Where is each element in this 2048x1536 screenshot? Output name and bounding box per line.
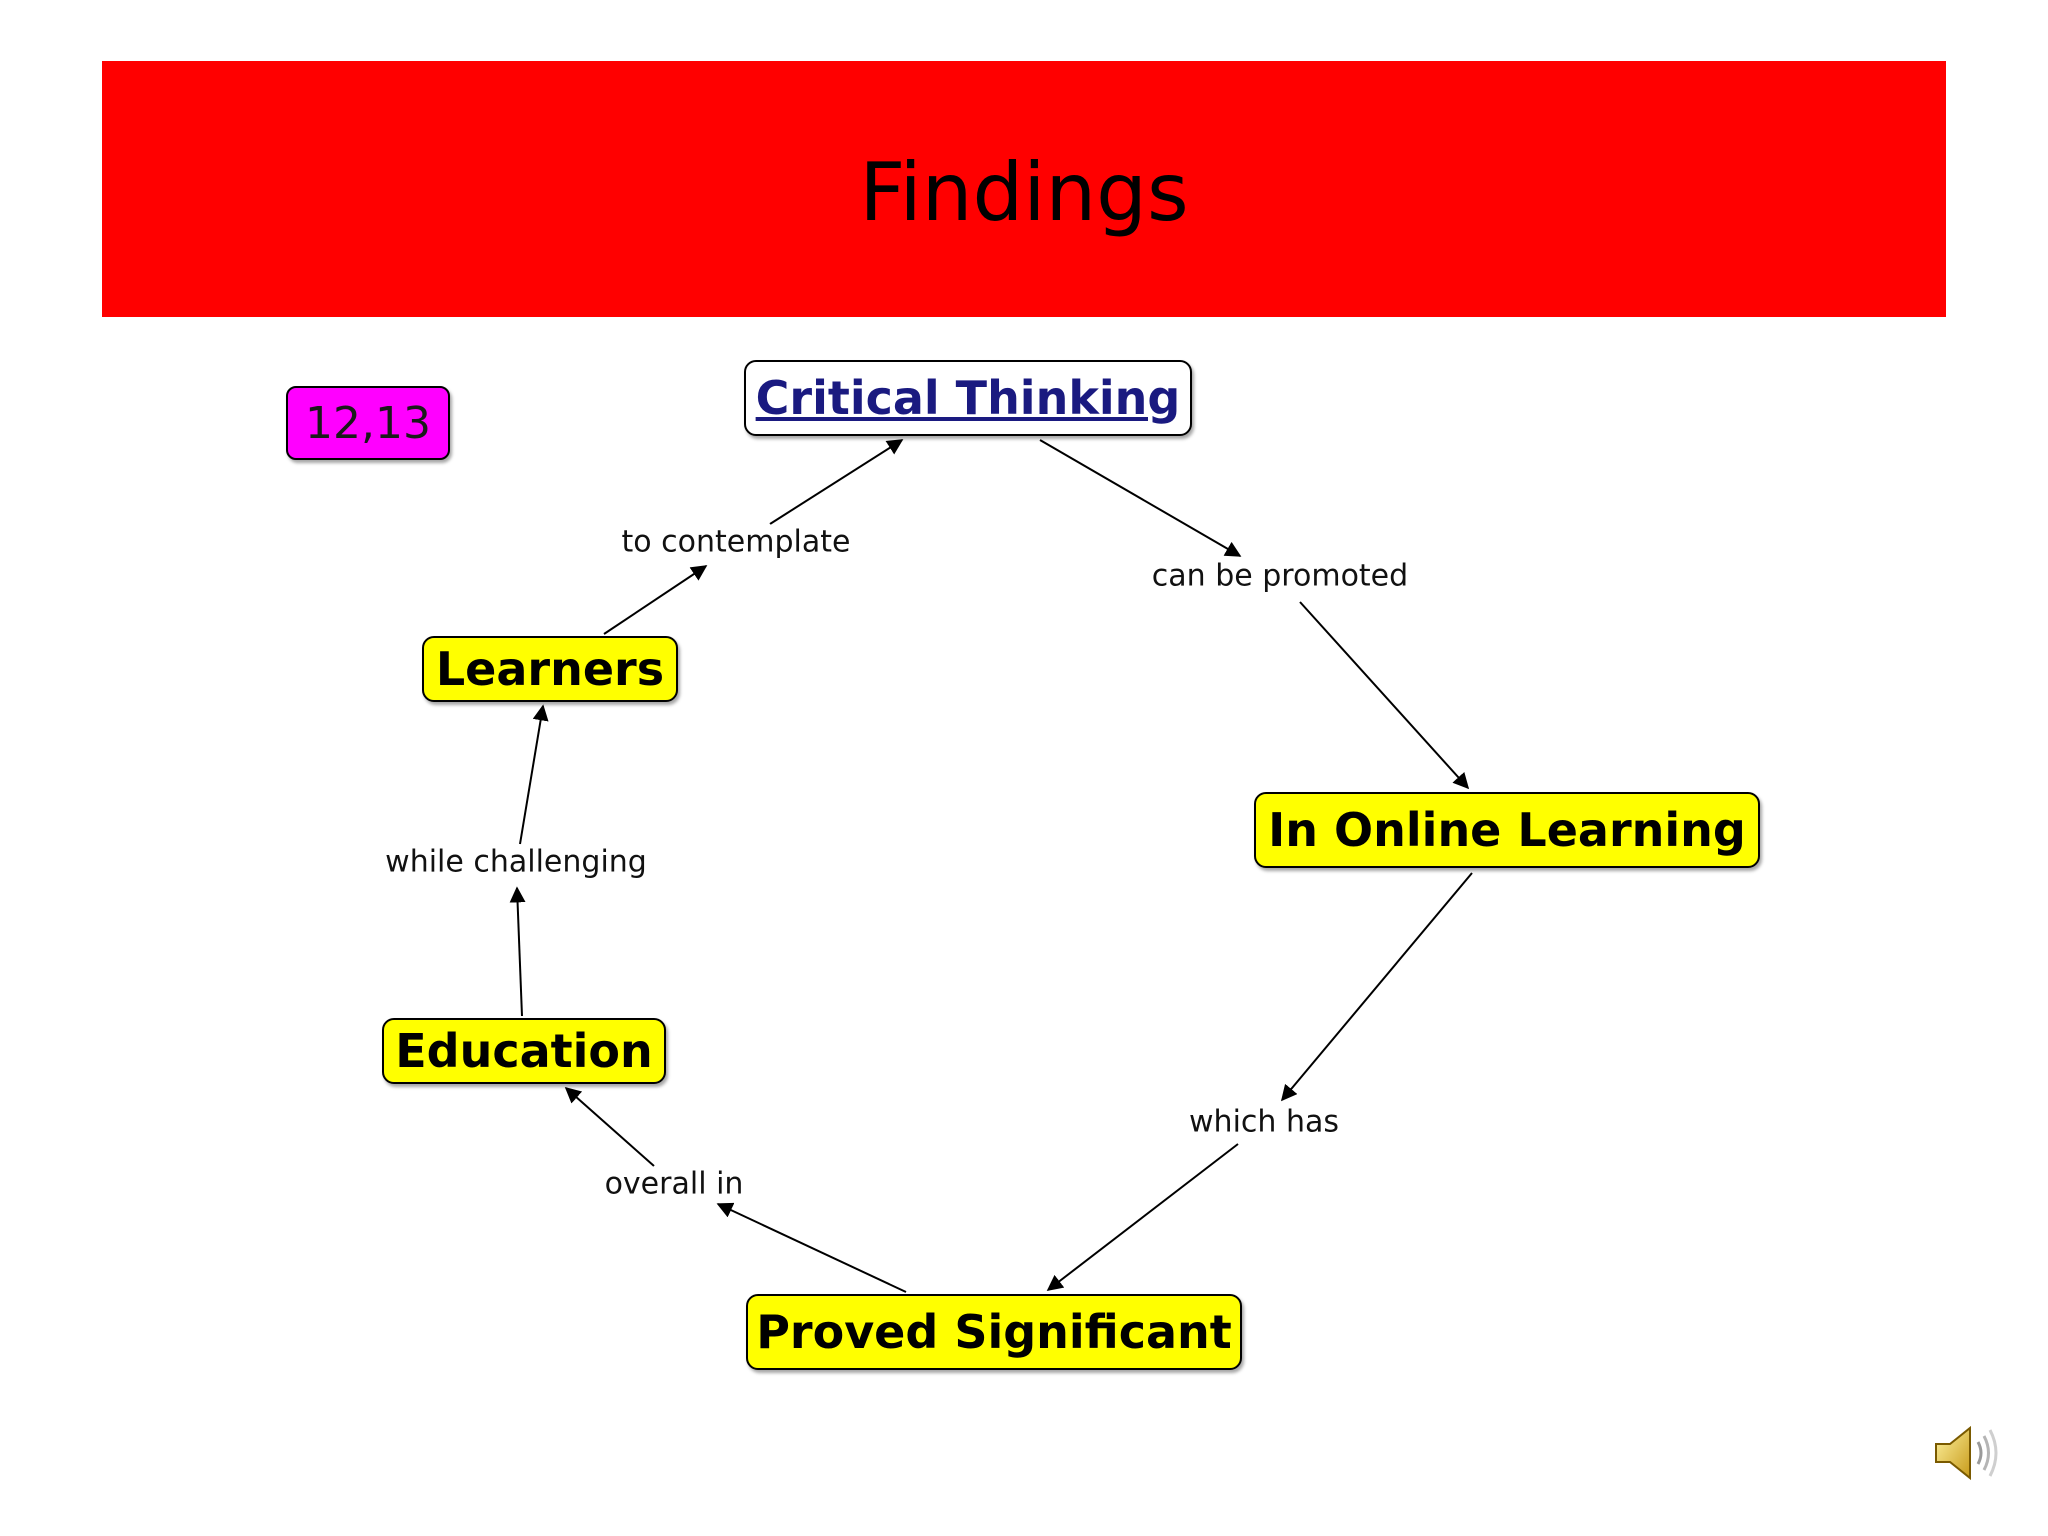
node-learners: Learners <box>422 636 678 702</box>
connector-education-to-challenging <box>509 886 526 1017</box>
slide-title: Findings <box>859 145 1189 239</box>
slide-reference-badge: 12,13 <box>286 386 450 460</box>
link-label-which-has: which has <box>1185 1104 1343 1140</box>
link-label-to-contemplate: to contemplate <box>617 524 855 560</box>
node-critical-thinking[interactable]: Critical Thinking <box>744 360 1192 436</box>
link-label-overall-in: overall in <box>600 1166 748 1202</box>
connector-learners-to-contemplate <box>603 565 708 635</box>
connector-critical-to-promoted <box>1039 439 1242 557</box>
link-label-can-be-promoted: can be promoted <box>1147 558 1413 594</box>
connector-challenging-to-learners <box>519 704 549 845</box>
speaker-icon[interactable] <box>1930 1420 2002 1486</box>
connector-online-to-whichhas <box>1280 872 1473 1102</box>
title-bar: Findings <box>102 61 1946 317</box>
node-education: Education <box>382 1018 666 1084</box>
connector-proved-to-overall <box>716 1202 907 1293</box>
node-proved-significant: Proved Significant <box>746 1294 1242 1370</box>
connector-whichhas-to-proved <box>1046 1143 1239 1291</box>
connector-overall-to-education <box>564 1086 655 1167</box>
node-online-learning: In Online Learning <box>1254 792 1760 868</box>
connector-promoted-to-online <box>1299 601 1470 790</box>
connector-contemplate-to-critical <box>769 439 904 525</box>
link-label-while-challenging: while challenging <box>381 844 651 880</box>
